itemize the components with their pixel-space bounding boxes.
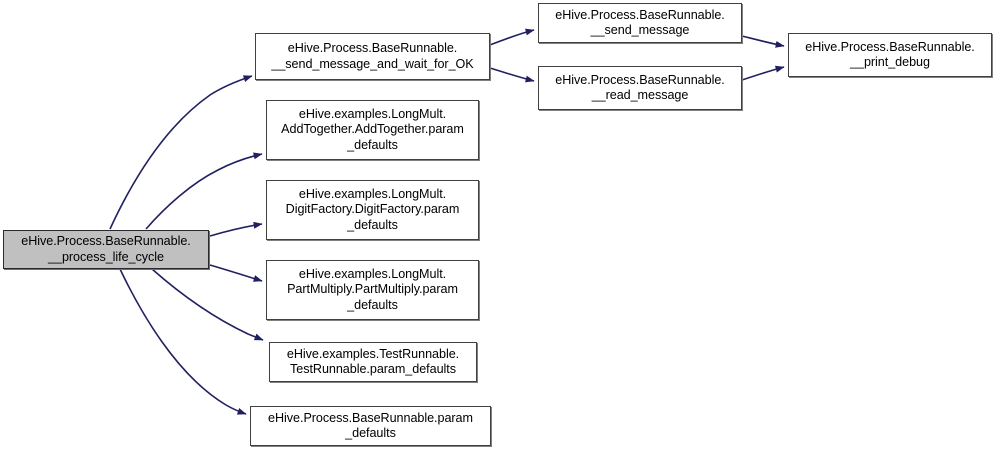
edge-process-life-cycle-to-send-message-and-wait-for-ok [109, 75, 253, 230]
node-label: eHive.Process.BaseRunnable. __read_messa… [555, 72, 725, 102]
edge-send-message-and-wait-for-ok-to-read-message [489, 67, 535, 83]
node-process-life-cycle[interactable]: eHive.Process.BaseRunnable. __process_li… [3, 230, 209, 269]
node-label: eHive.examples.LongMult. DigitFactory.Di… [285, 186, 460, 232]
node-testrunnable-param-defaults[interactable]: eHive.examples.TestRunnable. TestRunnabl… [269, 342, 477, 382]
edge-process-life-cycle-to-digitfactory-param-defaults [209, 221, 263, 237]
node-print-debug[interactable]: eHive.Process.BaseRunnable. __print_debu… [788, 33, 992, 77]
edge-send-message-to-print-debug [741, 35, 785, 48]
node-read-message[interactable]: eHive.Process.BaseRunnable. __read_messa… [538, 66, 742, 110]
edge-process-life-cycle-to-testrunnable-param-defaults [151, 268, 264, 341]
edge-process-life-cycle-to-partmultiply-param-defaults [209, 264, 263, 282]
node-baserunnable-param-defaults[interactable]: eHive.Process.BaseRunnable.param _defaul… [250, 406, 491, 446]
node-label: eHive.Process.BaseRunnable. __print_debu… [805, 39, 975, 69]
node-label: eHive.Process.BaseRunnable. __process_li… [21, 234, 191, 264]
node-send-message-and-wait-for-ok[interactable]: eHive.Process.BaseRunnable. __send_messa… [255, 33, 490, 80]
node-label: eHive.Process.BaseRunnable.param _defaul… [268, 410, 473, 440]
node-digitfactory-param-defaults[interactable]: eHive.examples.LongMult. DigitFactory.Di… [266, 180, 479, 240]
node-label: eHive.examples.LongMult. AddTogether.Add… [281, 106, 464, 152]
edge-read-message-to-print-debug [741, 65, 785, 81]
edge-send-message-and-wait-for-ok-to-send-message [489, 28, 535, 46]
edge-process-life-cycle-to-baserunnable-param-defaults [119, 268, 247, 415]
node-label: eHive.Process.BaseRunnable. __send_messa… [555, 7, 725, 37]
node-partmultiply-param-defaults[interactable]: eHive.examples.LongMult. PartMultiply.Pa… [266, 260, 479, 320]
node-label: eHive.examples.TestRunnable. TestRunnabl… [286, 346, 460, 376]
node-send-message[interactable]: eHive.Process.BaseRunnable. __send_messa… [538, 3, 742, 43]
node-label: eHive.examples.LongMult. PartMultiply.Pa… [287, 266, 458, 312]
node-label: eHive.Process.BaseRunnable. __send_messa… [271, 41, 474, 71]
edge-process-life-cycle-to-addtogether-param-defaults [145, 152, 263, 230]
node-addtogether-param-defaults[interactable]: eHive.examples.LongMult. AddTogether.Add… [266, 100, 479, 160]
